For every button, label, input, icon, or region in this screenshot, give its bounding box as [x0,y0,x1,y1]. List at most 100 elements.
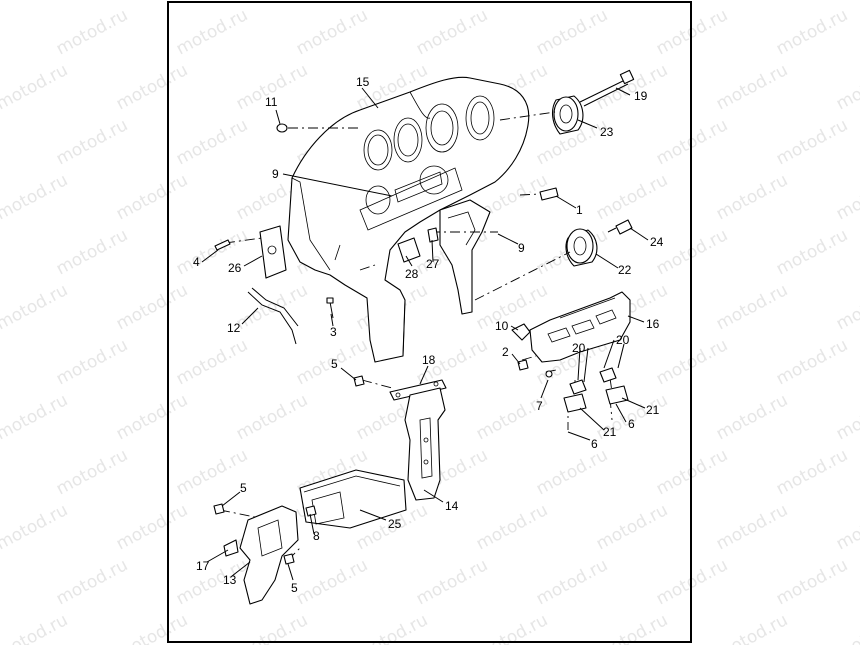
callout-14: 14 [445,499,459,513]
watermark-text: motod.ru [0,0,71,4]
part-18-bracket [389,379,447,401]
watermark-text: motod.ru [173,5,251,59]
watermark-text: motod.ru [293,5,371,59]
part-4-screw [214,239,231,251]
watermark-text: motod.ru [713,170,791,224]
watermark-text: motod.ru [0,500,71,554]
callout-24: 24 [650,235,664,249]
watermark-text: motod.ru [533,555,611,609]
part-21-clip-left [563,393,587,413]
watermark-text: motod.ru [113,60,191,114]
callout-21-left: 21 [603,425,617,439]
callout-26: 26 [228,261,242,275]
watermark-text: motod.ru [413,555,491,609]
watermark-text: motod.ru [113,280,191,334]
watermark-text: motod.ru [0,610,71,645]
callout-1: 1 [576,203,583,217]
watermark-text: motod.ru [653,555,731,609]
part-5-screw-upper [353,375,365,387]
callout-4: 4 [193,255,200,269]
part-21-clip-right [605,385,629,405]
watermark-text: motod.ru [653,335,731,389]
watermark-text: motod.ru [653,445,731,499]
watermark-text: motod.ru [0,390,71,444]
watermark-text: motod.ru [0,170,71,224]
watermark-text: motod.ru [713,280,791,334]
part-2-screw [517,359,529,371]
callout-16: 16 [646,317,660,331]
part-14-mount [404,387,446,501]
watermark-text: motod.ru [773,115,851,169]
watermark-text: motod.ru [593,170,671,224]
callout-9-lower: 9 [518,241,525,255]
watermark-text: motod.ru [533,445,611,499]
callout-28: 28 [405,267,419,281]
watermark-text: motod.ru [113,610,191,645]
part-22-speaker [565,228,598,267]
watermark-text: motod.ru [833,60,860,114]
part-11-grommet [276,123,288,133]
watermark-text: motod.ru [233,280,311,334]
callout-13: 13 [223,573,237,587]
watermark-text: motod.ru [353,610,431,645]
part-3-screw [326,297,334,319]
part-8-screw [305,505,317,517]
watermark-text: motod.ru [713,500,791,554]
watermark-text: motod.ru [533,5,611,59]
watermark-text: motod.ru [653,115,731,169]
watermark-text: motod.ru [113,170,191,224]
part-20-switch-left [569,379,587,395]
watermark-text: motod.ru [293,555,371,609]
callout-7: 7 [536,399,543,413]
watermark-text: motod.ru [833,610,860,645]
watermark-text: motod.ru [473,500,551,554]
watermark-text: motod.ru [233,390,311,444]
part-19-antenna [579,69,635,107]
callout-9-upper: 9 [272,167,279,181]
part-13-bracket [239,505,299,605]
callout-22: 22 [618,263,632,277]
part-28-bracket [397,237,421,263]
part-center-panel [439,199,491,315]
callout-3: 3 [330,325,337,339]
watermark-text: motod.ru [53,5,131,59]
watermark-text: motod.ru [773,445,851,499]
watermark-text: motod.ru [53,445,131,499]
part-24-connector [607,219,633,235]
callout-23: 23 [600,125,614,139]
watermark-text: motod.ru [713,610,791,645]
watermark-text: motod.ru [0,280,71,334]
part-23-speaker [551,95,584,135]
watermark-text: motod.ru [833,0,860,4]
callout-12: 12 [227,321,241,335]
watermark-text: motod.ru [653,225,731,279]
callout-10: 10 [495,319,509,333]
watermark-text: motod.ru [833,170,860,224]
diagram-border [167,1,692,643]
watermark-text: motod.ru [833,500,860,554]
part-27-screw [427,227,439,243]
callout-17: 17 [196,559,210,573]
callout-25: 25 [388,517,402,531]
part-7-nut [545,370,553,378]
part-26-bracket [259,225,287,279]
callout-5-middle: 5 [240,481,247,495]
watermark-text: motod.ru [173,115,251,169]
part-5-screw-middle [213,503,225,515]
watermark-text: motod.ru [773,5,851,59]
watermark-text: motod.ru [173,555,251,609]
part-10-clip [511,323,531,341]
callout-6-right: 6 [628,417,635,431]
watermark-text: motod.ru [53,335,131,389]
watermark-text: motod.ru [593,610,671,645]
callout-11: 11 [265,95,278,109]
part-12-clip [247,287,299,345]
part-16-switch-panel [529,291,631,363]
callout-15: 15 [356,75,370,89]
watermark-text: motod.ru [593,60,671,114]
watermark-text: motod.ru [53,115,131,169]
callout-5-lower: 5 [291,581,298,595]
part-25-housing [299,469,407,529]
callout-2: 2 [502,345,509,359]
